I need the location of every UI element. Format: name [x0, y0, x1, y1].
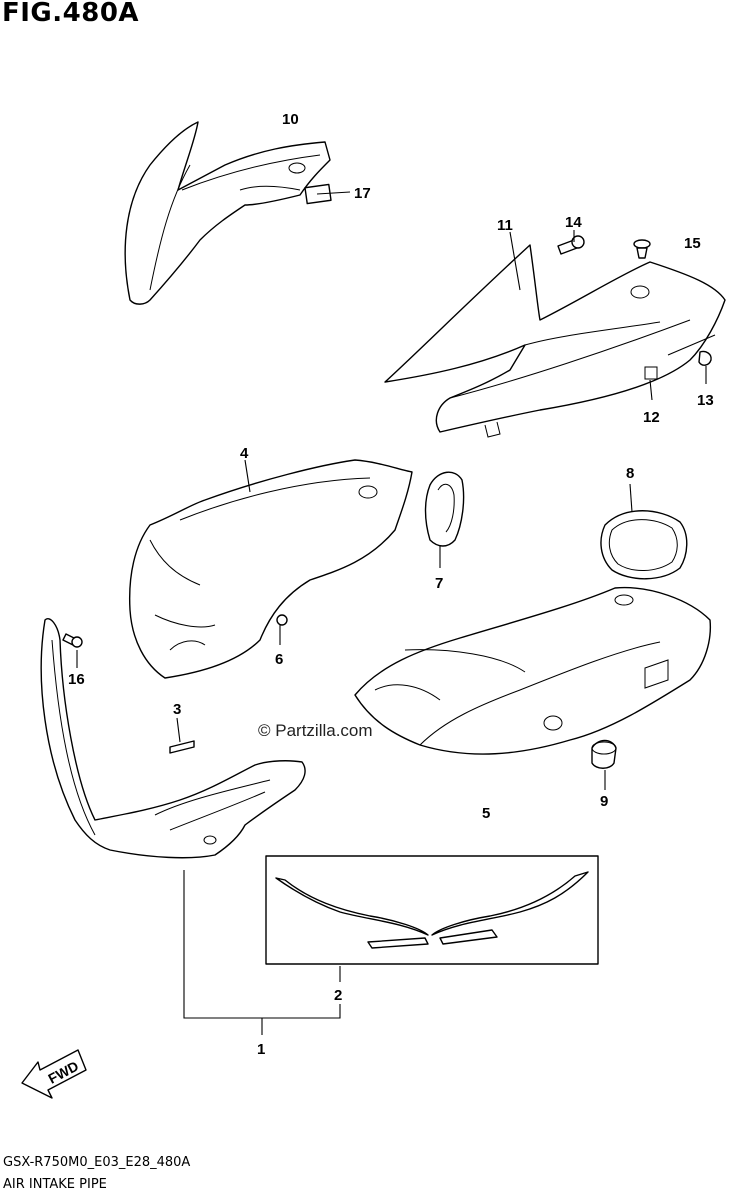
- callout-9: 9: [600, 793, 608, 810]
- part-10-cowl-bracket[interactable]: [124, 121, 332, 305]
- callout-6: 6: [275, 651, 283, 668]
- figure-code: GSX-R750M0_E03_E28_480A: [3, 1155, 191, 1170]
- callout-1: 1: [257, 1041, 265, 1058]
- figure-title: FIG.480A: [2, 0, 140, 28]
- screw-16-icon[interactable]: [62, 633, 83, 648]
- figure-name: AIR INTAKE PIPE: [3, 1177, 107, 1192]
- callout-12: 12: [643, 409, 660, 426]
- callout-labels: 10 17 11 14 15 12 13 4 8 7 6 16 3 9 5 2 …: [68, 111, 714, 1058]
- clip-15-icon[interactable]: [633, 239, 651, 259]
- screw-14-icon[interactable]: [557, 235, 585, 255]
- watermark: © Partzilla.com: [258, 721, 373, 740]
- part-7-seal[interactable]: [424, 471, 465, 547]
- part-5-intake-duct[interactable]: [354, 586, 712, 755]
- callout-17: 17: [354, 185, 371, 202]
- callout-16: 16: [68, 671, 85, 688]
- callout-4: 4: [240, 445, 249, 462]
- fwd-arrow-icon: FWD: [21, 1049, 87, 1099]
- part-3-label[interactable]: [169, 740, 195, 754]
- part-11-side-cover[interactable]: [384, 244, 726, 438]
- callout-3: 3: [173, 701, 181, 718]
- callout-2: 2: [334, 987, 342, 1004]
- callout-10: 10: [282, 111, 299, 128]
- callout-13: 13: [697, 392, 714, 409]
- callout-11: 11: [497, 217, 513, 234]
- leader-lines: [76, 191, 707, 1035]
- part-1-lower-cowl[interactable]: [40, 618, 306, 859]
- callout-14: 14: [565, 214, 582, 231]
- callout-8: 8: [626, 465, 634, 482]
- callout-15: 15: [684, 235, 701, 252]
- callout-5: 5: [482, 805, 490, 822]
- part-9-grommet[interactable]: [591, 739, 617, 769]
- clip-13-icon[interactable]: [698, 350, 712, 366]
- callout-7: 7: [435, 575, 443, 592]
- part-4-intake-duct[interactable]: [128, 459, 413, 679]
- part-2-decal-set[interactable]: [265, 855, 599, 965]
- part-8-gasket[interactable]: [600, 510, 688, 580]
